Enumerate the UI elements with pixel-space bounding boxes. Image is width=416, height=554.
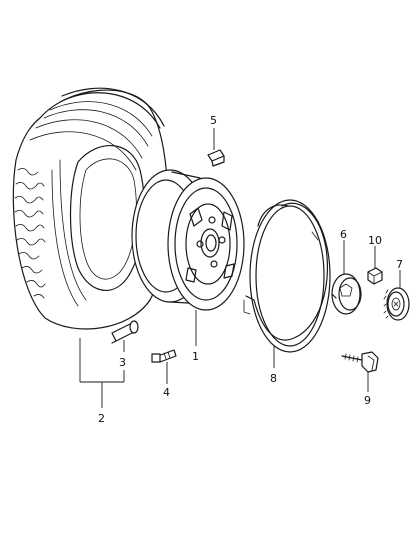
balance-weight	[207, 149, 225, 167]
bolt	[341, 351, 379, 373]
callout-labels: 1 2 3 4 5 6 7 8 9 10	[98, 114, 403, 425]
callout-4: 4	[163, 386, 170, 399]
callout-8: 8	[270, 372, 277, 385]
callout-5: 5	[210, 114, 217, 127]
center-cap	[331, 273, 362, 315]
trim-ring	[243, 199, 331, 353]
callout-3: 3	[119, 356, 126, 369]
valve-stem	[111, 320, 139, 344]
leader-lines	[79, 128, 401, 408]
callout-9: 9	[364, 394, 371, 407]
valve	[151, 349, 177, 363]
callout-10: 10	[368, 234, 382, 247]
tire	[12, 87, 169, 330]
callout-1: 1	[192, 350, 199, 363]
callout-7: 7	[396, 258, 403, 271]
tire-tread-pattern	[14, 168, 46, 299]
hub-cap	[383, 287, 410, 321]
callout-6: 6	[340, 228, 347, 241]
callout-2: 2	[98, 412, 105, 425]
wheel-rim	[131, 169, 245, 311]
wheel-nut	[367, 267, 383, 285]
